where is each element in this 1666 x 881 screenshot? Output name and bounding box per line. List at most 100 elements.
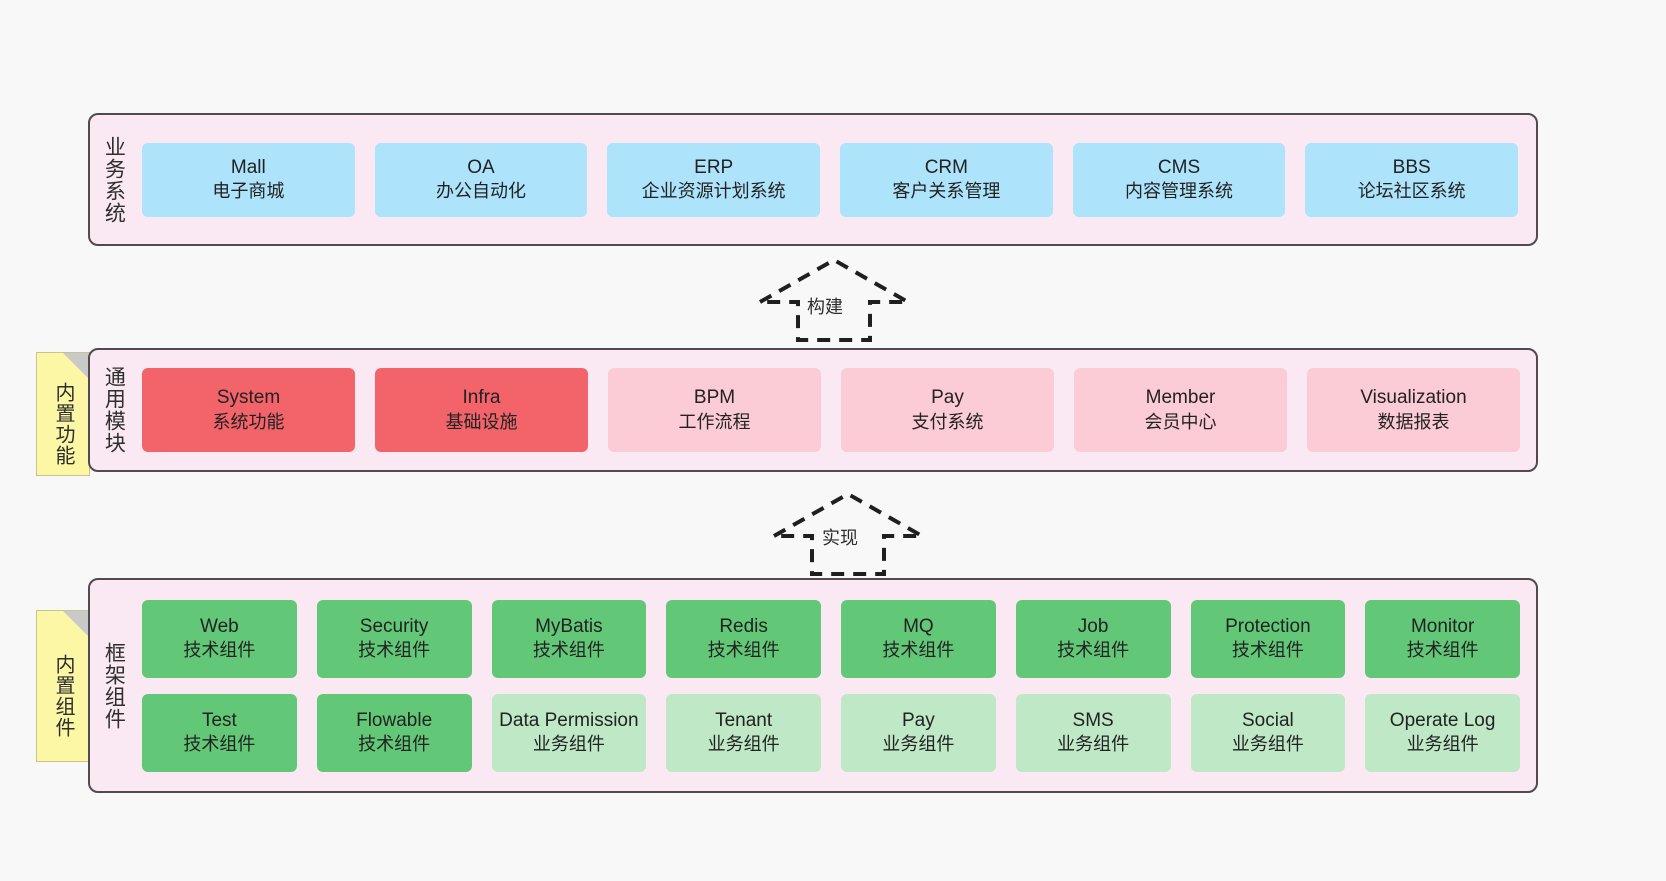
card-subtitle: 基础设施 — [445, 411, 518, 432]
layer-body-common: System 系统功能 Infra 基础设施 BPM 工作流程 Pay 支付系统… — [136, 350, 1536, 470]
card-title: Flowable — [356, 709, 433, 731]
card-subtitle: 企业资源计划系统 — [641, 181, 786, 202]
card-title: CRM — [924, 156, 968, 178]
card-subtitle: 技术组件 — [882, 640, 955, 661]
arrow-implement — [766, 491, 930, 576]
card-test[interactable]: Test 技术组件 — [142, 693, 297, 772]
layer-body-business: Mall 电子商城 OA 办公自动化 ERP 企业资源计划系统 CRM 客户关系… — [136, 115, 1536, 244]
card-title: System — [216, 387, 281, 409]
card-subtitle: 数据报表 — [1377, 411, 1450, 432]
card-subtitle: 论坛社区系统 — [1357, 181, 1466, 202]
card-title: Visualization — [1360, 387, 1467, 409]
card-cms[interactable]: CMS 内容管理系统 — [1072, 142, 1286, 217]
card-subtitle: 业务组件 — [1231, 734, 1304, 755]
layer-body-framework: Web 技术组件 Security 技术组件 MyBatis 技术组件 Redi… — [136, 580, 1536, 791]
card-subtitle: 工作流程 — [678, 411, 751, 432]
card-title: Security — [359, 615, 429, 637]
card-visualization[interactable]: Visualization 数据报表 — [1307, 368, 1520, 452]
card-subtitle: 技术组件 — [1406, 640, 1479, 661]
card-title: Redis — [719, 615, 768, 637]
card-title: Social — [1242, 709, 1294, 731]
card-title: ERP — [694, 156, 734, 178]
card-title: Monitor — [1410, 615, 1475, 637]
card-mq[interactable]: MQ 技术组件 — [841, 599, 996, 678]
card-row: Mall 电子商城 OA 办公自动化 ERP 企业资源计划系统 CRM 客户关系… — [142, 142, 1519, 217]
card-bpm[interactable]: BPM 工作流程 — [608, 368, 821, 452]
card-title: Pay — [931, 387, 964, 409]
card-monitor[interactable]: Monitor 技术组件 — [1365, 599, 1520, 678]
card-subtitle: 技术组件 — [358, 640, 431, 661]
card-subtitle: 技术组件 — [532, 640, 605, 661]
card-subtitle: 技术组件 — [358, 734, 431, 755]
card-title: Tenant — [715, 709, 773, 731]
card-sms[interactable]: SMS 业务组件 — [1015, 693, 1171, 772]
card-security[interactable]: Security 技术组件 — [316, 599, 472, 678]
card-subtitle: 系统功能 — [212, 411, 285, 432]
card-subtitle: 支付系统 — [911, 411, 984, 432]
card-subtitle: 业务组件 — [882, 734, 955, 755]
card-member[interactable]: Member 会员中心 — [1074, 368, 1287, 452]
card-subtitle: 业务组件 — [532, 734, 605, 755]
card-protection[interactable]: Protection 技术组件 — [1190, 599, 1346, 678]
card-subtitle: 业务组件 — [1406, 734, 1479, 755]
card-title: MyBatis — [535, 615, 603, 637]
layer-framework-component: 框架组件 Web 技术组件 Security 技术组件 MyBatis 技术组件… — [88, 578, 1538, 793]
card-row: Test 技术组件 Flowable 技术组件 Data Permission … — [142, 693, 1520, 772]
card-title: Protection — [1225, 615, 1311, 637]
card-redis[interactable]: Redis 技术组件 — [666, 599, 821, 678]
card-bbs[interactable]: BBS 论坛社区系统 — [1305, 142, 1519, 217]
card-subtitle: 技术组件 — [707, 640, 780, 661]
layer-title-framework: 框架组件 — [102, 641, 126, 730]
layer-common-module: 通用模块 System 系统功能 Infra 基础设施 BPM 工作流程 Pay — [88, 348, 1538, 472]
card-subtitle: 技术组件 — [1057, 640, 1130, 661]
card-data-permission[interactable]: Data Permission 业务组件 — [491, 693, 647, 772]
arrow-implement-label: 实现 — [822, 528, 858, 548]
arrow-build-label: 构建 — [807, 297, 843, 317]
card-title: Infra — [462, 387, 501, 409]
card-title: MQ — [903, 615, 934, 637]
card-oa[interactable]: OA 办公自动化 — [374, 142, 588, 217]
card-row: Web 技术组件 Security 技术组件 MyBatis 技术组件 Redi… — [142, 599, 1520, 678]
card-infra[interactable]: Infra 基础设施 — [375, 368, 588, 452]
card-subtitle: 技术组件 — [183, 734, 256, 755]
layer-business-system: 业务系统 Mall 电子商城 OA 办公自动化 ERP 企业资源计划系统 CRM — [88, 113, 1538, 246]
card-subtitle: 内容管理系统 — [1125, 181, 1234, 202]
arrow-implement-outline — [766, 491, 930, 576]
arrow-build — [752, 257, 916, 342]
card-mall[interactable]: Mall 电子商城 — [142, 142, 355, 217]
card-mybatis[interactable]: MyBatis 技术组件 — [491, 599, 647, 678]
card-subtitle: 客户关系管理 — [892, 181, 1001, 202]
card-title: Web — [200, 615, 239, 637]
note-label: 内置功能 — [52, 382, 74, 466]
card-pay-component[interactable]: Pay 业务组件 — [841, 693, 996, 772]
card-title: Test — [201, 709, 237, 731]
card-flowable[interactable]: Flowable 技术组件 — [316, 693, 472, 772]
card-operate-log[interactable]: Operate Log 业务组件 — [1365, 693, 1520, 772]
card-system[interactable]: System 系统功能 — [142, 368, 355, 452]
note-fold-icon — [63, 611, 89, 637]
layer-title-common: 通用模块 — [102, 366, 126, 454]
card-title: Member — [1145, 387, 1216, 409]
card-title: Mall — [230, 156, 266, 178]
card-web[interactable]: Web 技术组件 — [142, 599, 297, 678]
card-tenant[interactable]: Tenant 业务组件 — [666, 693, 821, 772]
card-crm[interactable]: CRM 客户关系管理 — [840, 142, 1053, 217]
card-subtitle: 业务组件 — [707, 734, 780, 755]
card-subtitle: 技术组件 — [1231, 640, 1304, 661]
card-title: Operate Log — [1389, 709, 1496, 731]
card-subtitle: 技术组件 — [183, 640, 256, 661]
card-title: CMS — [1157, 156, 1201, 178]
note-fold-icon — [63, 353, 89, 379]
card-subtitle: 业务组件 — [1057, 734, 1130, 755]
card-title: BPM — [693, 387, 736, 409]
arrow-build-outline — [752, 257, 916, 342]
card-subtitle: 会员中心 — [1144, 411, 1217, 432]
card-pay[interactable]: Pay 支付系统 — [841, 368, 1054, 452]
card-job[interactable]: Job 技术组件 — [1015, 599, 1171, 678]
card-social[interactable]: Social 业务组件 — [1190, 693, 1346, 772]
card-erp[interactable]: ERP 企业资源计划系统 — [607, 142, 821, 217]
card-subtitle: 办公自动化 — [436, 181, 526, 202]
card-title: BBS — [1392, 156, 1431, 178]
layer-title-business: 业务系统 — [102, 135, 126, 224]
